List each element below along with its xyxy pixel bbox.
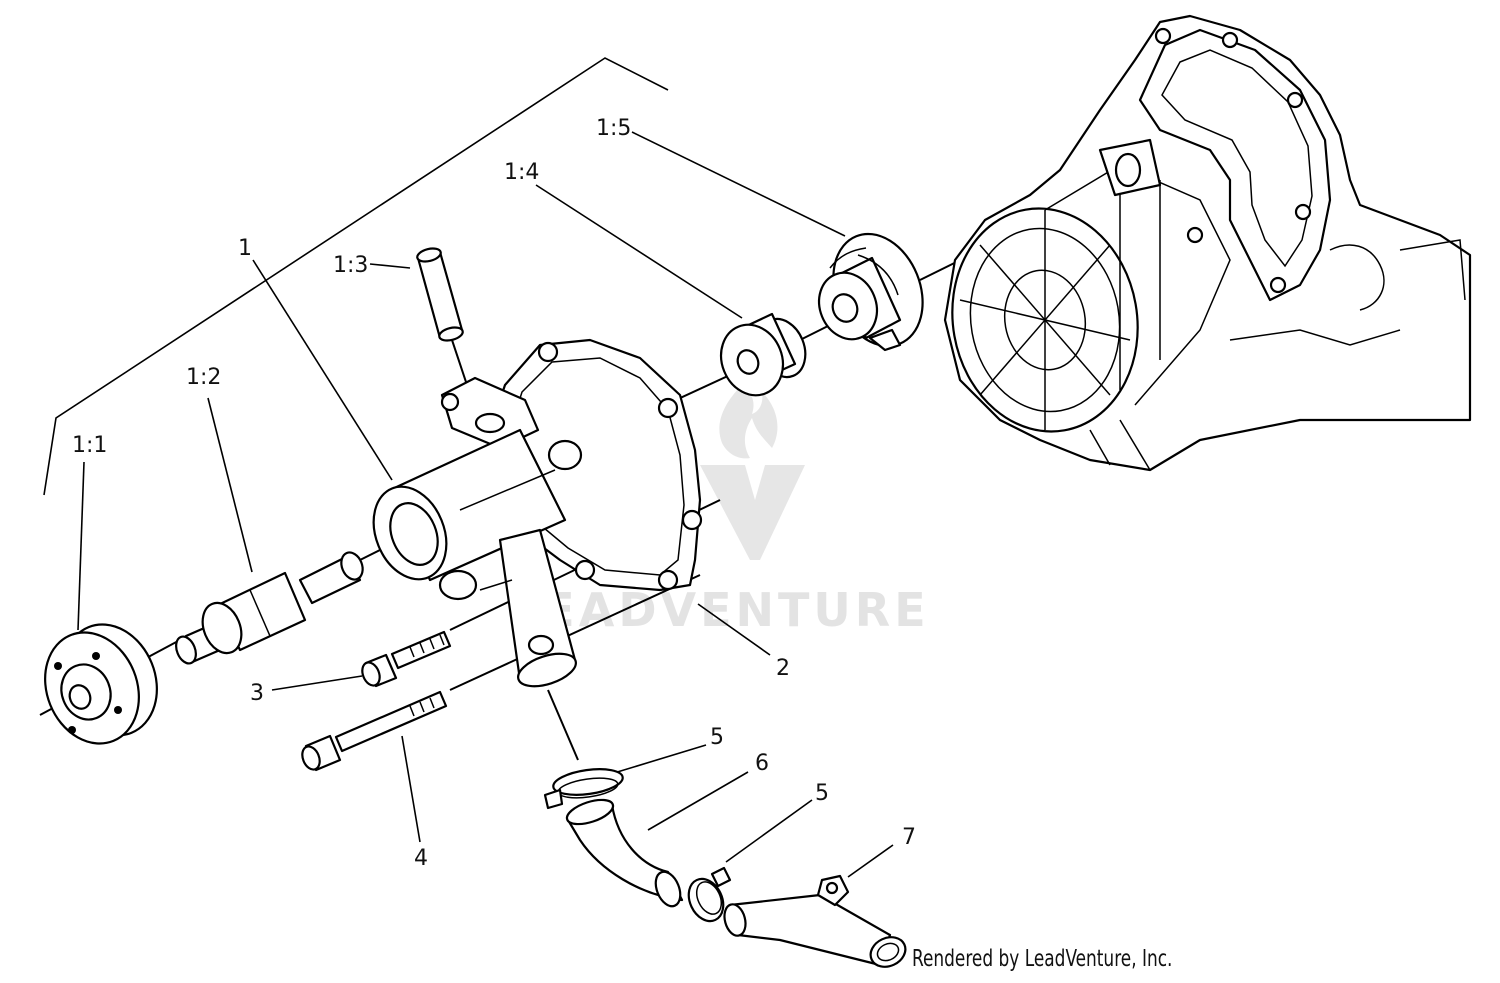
callout-1-3: 1:3: [333, 253, 368, 278]
callout-2: 2: [776, 656, 790, 681]
leader-lines: [43, 57, 894, 878]
pulley-hub: [44, 623, 158, 745]
callout-7: 7: [902, 825, 916, 850]
hose: [565, 798, 684, 908]
bolt-long: [301, 690, 448, 772]
callout-1-4: 1:4: [504, 160, 539, 185]
water-pump-body: [372, 338, 703, 688]
watermark-text: LEADVENTURE: [510, 583, 930, 637]
shaft-bearing: [175, 551, 364, 665]
callout-1-2: 1:2: [186, 365, 221, 390]
callout-6: 6: [755, 751, 769, 776]
callout-1-5: 1:5: [596, 116, 631, 141]
bolt-short: [361, 630, 452, 688]
callout-3: 3: [250, 681, 264, 706]
callout-labels: 1 1:1 1:2 1:3 1:4 1:5 2 3 4 5 5 6 7: [72, 116, 916, 871]
callout-1: 1: [238, 236, 252, 261]
watermark: LEADVENTURE: [510, 385, 930, 637]
callout-4: 4: [414, 846, 428, 871]
watermark-logo: [700, 385, 805, 560]
callout-5-upper: 5: [710, 725, 724, 750]
callout-5-lower: 5: [815, 781, 829, 806]
mechanical-seal: [719, 312, 807, 397]
render-credit: Rendered by LeadVenture, Inc.: [912, 946, 1173, 972]
impeller: [817, 232, 924, 352]
pin: [416, 247, 464, 342]
hose-clamp-upper: [543, 768, 624, 810]
water-pipe: [723, 874, 907, 968]
engine-housing: [943, 14, 1472, 472]
hose-clamp-lower: [687, 866, 732, 923]
callout-1-1: 1:1: [72, 433, 107, 458]
